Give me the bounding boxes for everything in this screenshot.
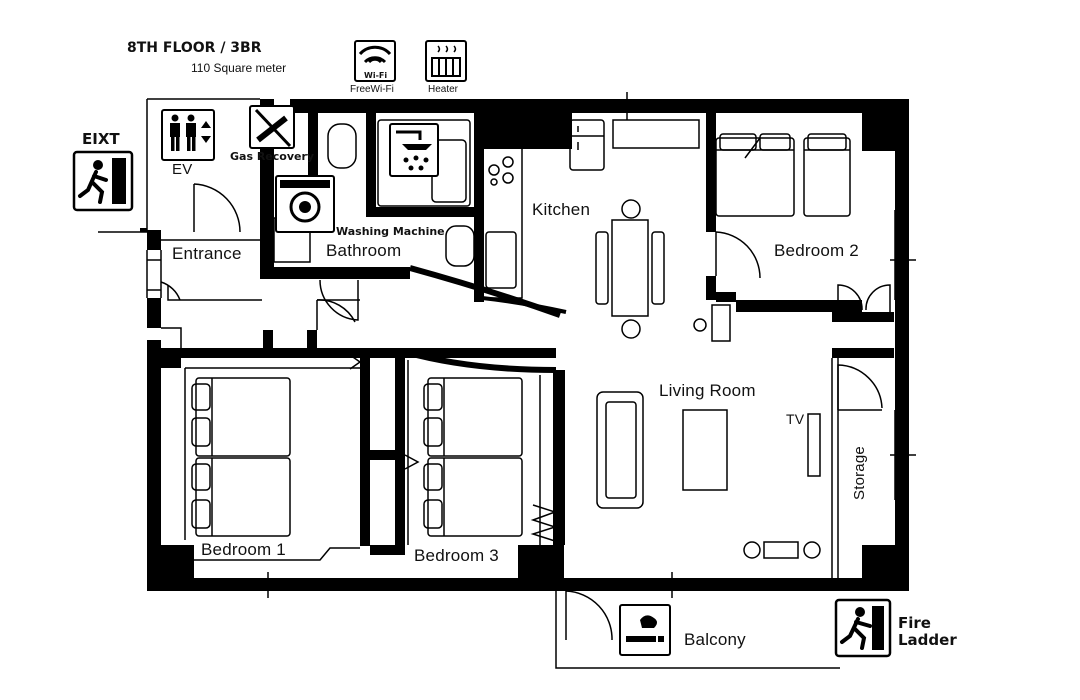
bed <box>191 457 291 537</box>
room-bedroom-1: Bedroom 1 <box>201 540 286 559</box>
bed <box>423 377 523 457</box>
sink <box>445 225 475 267</box>
fridge <box>569 119 605 171</box>
exit-icon <box>72 150 134 212</box>
room-bathroom: Bathroom <box>326 241 402 260</box>
fire-ladder-label: Fire Ladder <box>898 614 957 649</box>
coffee-table <box>682 409 728 491</box>
tv-unit <box>807 413 821 477</box>
kitchen-counter <box>481 147 523 299</box>
gas-recovery-label: Gas Recovery <box>230 150 315 163</box>
room-balcony: Balcony <box>684 630 746 649</box>
tv-label: TV <box>786 411 805 427</box>
floor-area: 110 Square meter <box>191 61 287 75</box>
washing-machine-icon <box>275 175 335 233</box>
elevator-icon <box>161 109 215 161</box>
fire-ladder-icon <box>834 598 892 658</box>
dining-table <box>611 219 649 317</box>
room-entrance: Entrance <box>172 244 242 263</box>
sofa <box>596 391 644 509</box>
floor-title: 8TH FLOOR / 3BR <box>127 40 262 56</box>
smoking-area-icon <box>619 604 671 656</box>
room-living: Living Room <box>659 381 756 400</box>
wifi-icon <box>354 40 396 82</box>
wifi-badge: Wi-Fi <box>364 71 388 80</box>
bed <box>423 457 523 537</box>
bed <box>715 133 795 217</box>
wifi-label: FreeWi-Fi <box>350 84 394 95</box>
shower-icon <box>389 123 439 177</box>
heater-label: Heater <box>428 84 459 95</box>
corridor-outline <box>98 98 260 241</box>
bed <box>191 377 291 457</box>
balcony-outline <box>555 591 840 669</box>
exterior-walls <box>147 99 909 591</box>
kitchen-cabinet <box>612 119 700 149</box>
room-kitchen: Kitchen <box>532 200 591 219</box>
toilet <box>327 123 357 169</box>
bed <box>803 133 851 217</box>
entrance-door <box>193 183 241 233</box>
washing-machine-label: Washing Machine <box>336 225 445 238</box>
ev-label: EV <box>172 161 193 178</box>
room-bedroom-2: Bedroom 2 <box>774 241 859 260</box>
gas-recovery-icon <box>249 105 295 149</box>
room-storage: Storage <box>851 446 868 500</box>
room-bedroom-3: Bedroom 3 <box>414 546 499 565</box>
heater-icon <box>425 40 467 82</box>
exit-label: EIXT <box>82 130 120 148</box>
